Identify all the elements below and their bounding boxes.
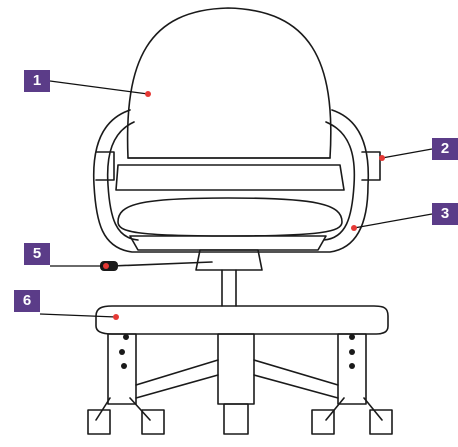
base-leg-right [253,359,339,399]
callout-badge-armrest: 2 [432,138,458,160]
caster-5 [369,409,393,435]
mechanism [195,249,263,271]
callout-badge-footrest: 6 [14,290,40,312]
backrest-outline [126,7,332,159]
bolt [119,349,125,355]
leader-backrest [49,80,149,95]
leader-seat [353,213,433,229]
leader-lever-marker-dot [103,263,109,269]
leader-footrest [39,313,117,318]
leader-armrest [381,148,433,159]
seat-under [129,235,327,251]
bolt [349,363,355,369]
bolt [349,334,355,340]
footrest-ring [95,305,389,335]
leader-backrest-marker-dot [145,91,151,97]
armrest-right-inner [323,121,356,241]
leader-armrest-marker-dot [379,155,385,161]
callout-badge-backrest: 1 [24,70,50,92]
seat-cushion [117,197,343,237]
lever-bar [111,261,213,267]
armrest-right-cap [361,151,381,181]
leader-footrest-marker-dot [113,314,119,320]
seat-top [115,164,345,191]
callout-badge-seat: 3 [432,203,458,225]
base-post-left [107,333,137,405]
armrest-left [92,109,370,253]
bolt [349,349,355,355]
armrest-left-inner [106,121,139,241]
callout-badge-lever: 5 [24,243,50,265]
base-leg-left [135,359,219,399]
leader-seat-marker-dot [351,225,357,231]
bolt [123,334,129,340]
caster-4 [311,409,335,435]
caster-3 [223,403,249,435]
caster-2 [141,409,165,435]
armrest-left-cap [95,151,115,181]
base-post-center [217,333,255,405]
base-leg-front-left [95,397,151,421]
caster-1 [87,409,111,435]
gas-cylinder [221,269,237,307]
base-leg-front-right [325,397,383,421]
bolt [121,363,127,369]
